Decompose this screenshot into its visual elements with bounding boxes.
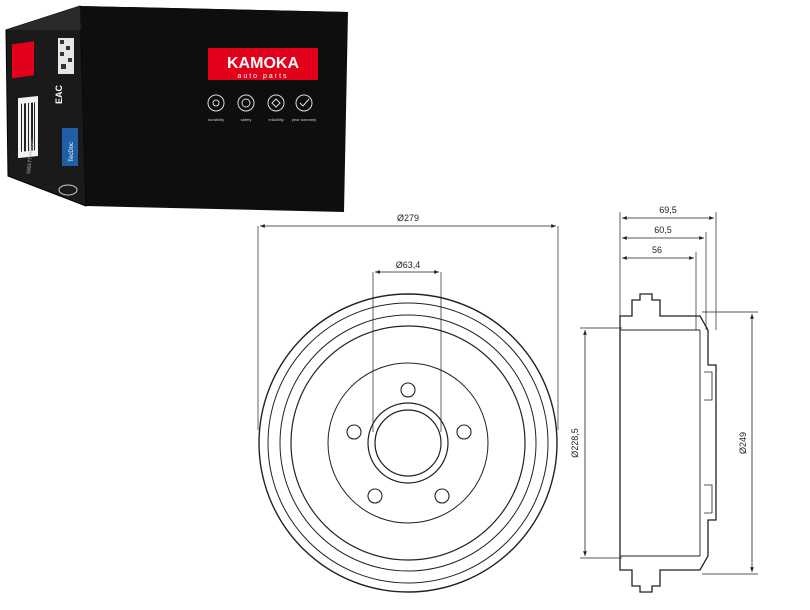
bolt-hole [434,488,450,504]
bolt-hole [346,424,362,440]
bolt-hole [400,382,416,398]
hub-bore [374,409,442,477]
hub-ring [367,402,449,484]
barcode-number: 5901779649161 [26,137,36,174]
reliability-icon [267,94,285,112]
warranty-icon [295,94,313,112]
feature-label-safety: safety [241,117,252,122]
brand-logo: KAMOKA auto parts [208,48,318,80]
feature-label-reliability: reliability [268,117,284,122]
durability-icon [207,94,225,112]
qr-code-icon [58,38,74,74]
eac-mark: EAC [54,84,64,104]
drum-side-profile [619,293,717,593]
bolt-holes [346,382,472,504]
bolt-hole [367,488,383,504]
tecdoc-label: TecDoc [69,142,75,162]
inner-diameter-label: Ø228,5 [570,428,580,458]
mid-width-label: 60,5 [654,225,672,235]
barcode-icon [21,102,35,152]
bolt-hole [456,424,472,440]
safety-icon [237,94,255,112]
feature-label-warranty: year warranty [292,117,316,122]
total-width-label: 69,5 [659,205,677,215]
outer-diameter-label: Ø279 [397,213,419,223]
brand-name: KAMOKA [227,55,299,72]
brand-tagline: auto parts [237,73,288,80]
outer-diameter-side-label: Ø249 [738,432,748,454]
side-label [18,96,38,159]
hub-diameter-label: Ø63,4 [396,260,421,270]
box-front-face [80,6,348,212]
tecdoc-badge: TecDoc [62,128,78,166]
drum-outer-edge [258,293,558,593]
certification-icon [58,184,78,196]
inner-width-label: 56 [652,245,662,255]
drum-face [290,325,526,561]
front-view-drawing [257,224,559,593]
feature-icons: durability safety reliability year warra… [207,94,316,122]
product-box: KAMOKA auto parts durability safety reli… [5,5,348,212]
feature-label-durability: durability [208,117,224,122]
side-view-drawing [580,212,758,593]
side-logo [12,41,34,79]
